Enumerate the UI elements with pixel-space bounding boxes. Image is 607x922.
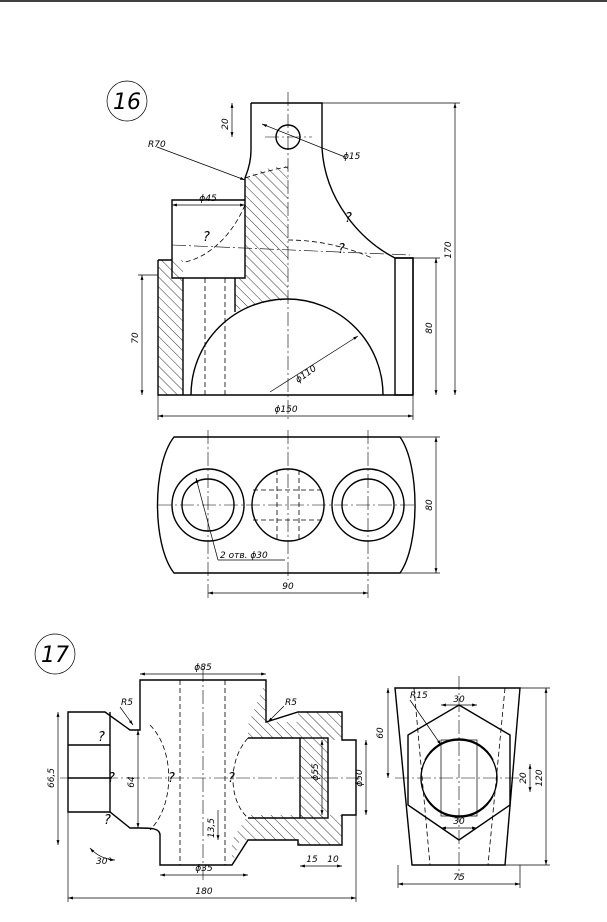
dim-180: 180: [195, 887, 212, 897]
dim-20: 20: [221, 118, 231, 130]
dim-r5a-leader: [120, 707, 133, 725]
dim-r5a: R5: [121, 698, 133, 708]
question-mark-6: ?: [104, 813, 111, 828]
dim-phi85: ϕ85: [194, 663, 212, 673]
hatch-upper-wall: [248, 680, 342, 740]
figure-17-number: 17: [41, 643, 69, 668]
dim-phi110-line: [270, 336, 358, 392]
dim-phi55: ϕ55: [311, 763, 321, 781]
dim-30-bottom: 30: [453, 817, 465, 827]
dim-phi45: ϕ45: [199, 194, 217, 204]
left-upper-outline: [172, 103, 251, 278]
dim-phi110: ϕ110: [294, 364, 319, 386]
dim-60: 60: [376, 727, 386, 739]
dim-665: 66,5: [47, 768, 57, 788]
figure-16: 16 20 R70 ϕ15 ϕ45 170: [107, 81, 460, 600]
half-cylinder-arc: [191, 299, 383, 395]
dim-80-top: 80: [425, 499, 435, 511]
figure-17: 17 ϕ85 R5 R5 66,5 64 ϕ55 ϕ50: [35, 634, 550, 902]
dim-r70-leader: [157, 147, 245, 180]
question-mark-4: ?: [98, 730, 105, 745]
dim-80-front: 80: [425, 322, 435, 334]
dim-20-side: 20: [519, 772, 529, 784]
dim-holes-leader: [196, 478, 218, 560]
front-hidden-left: [150, 725, 169, 830]
dim-phi50: ϕ50: [355, 769, 365, 787]
question-mark-5: ?: [108, 771, 115, 786]
hatch-left-wall: [158, 260, 183, 395]
right-curve-outline: [322, 148, 413, 395]
question-mark-2: ?: [345, 211, 352, 226]
hatch-center-rib: [235, 166, 288, 312]
dim-10: 10: [327, 855, 339, 865]
dim-135: 13,5: [207, 818, 217, 838]
dim-64: 64: [127, 776, 137, 788]
dim-70: 70: [131, 332, 141, 344]
dim-r5b: R5: [285, 698, 297, 708]
dim-30-top: 30: [453, 695, 465, 705]
question-mark-8: ?: [228, 771, 235, 786]
dim-r15-leader: [410, 700, 441, 745]
dim-phi15-leader: [262, 124, 345, 157]
dim-phi15: ϕ15: [343, 152, 361, 162]
dim-120: 120: [535, 769, 545, 786]
dim-holes: 2 отв. ϕ30: [220, 551, 268, 561]
figure-16-number: 16: [113, 90, 141, 115]
dim-75: 75: [453, 873, 465, 883]
dim-30deg: 30°: [96, 857, 112, 867]
dim-90: 90: [282, 582, 294, 592]
hidden-curve-left: [185, 205, 245, 262]
dim-r15: R15: [410, 691, 428, 701]
dim-15: 15: [306, 855, 318, 865]
side-hidden-l: [414, 688, 430, 865]
right-wall: [395, 258, 413, 395]
hidden-curve-right: [288, 240, 372, 258]
front-centerline-mid: [172, 245, 410, 255]
question-mark-1: ?: [203, 230, 210, 245]
question-mark-7: ?: [168, 771, 175, 786]
dim-r70: R70: [148, 140, 166, 150]
question-mark-3: ?: [338, 242, 345, 257]
dim-phi35: ϕ35: [195, 864, 213, 874]
side-hidden-r: [488, 688, 505, 865]
dim-170: 170: [444, 241, 454, 258]
dim-phi150: ϕ150: [274, 405, 297, 415]
